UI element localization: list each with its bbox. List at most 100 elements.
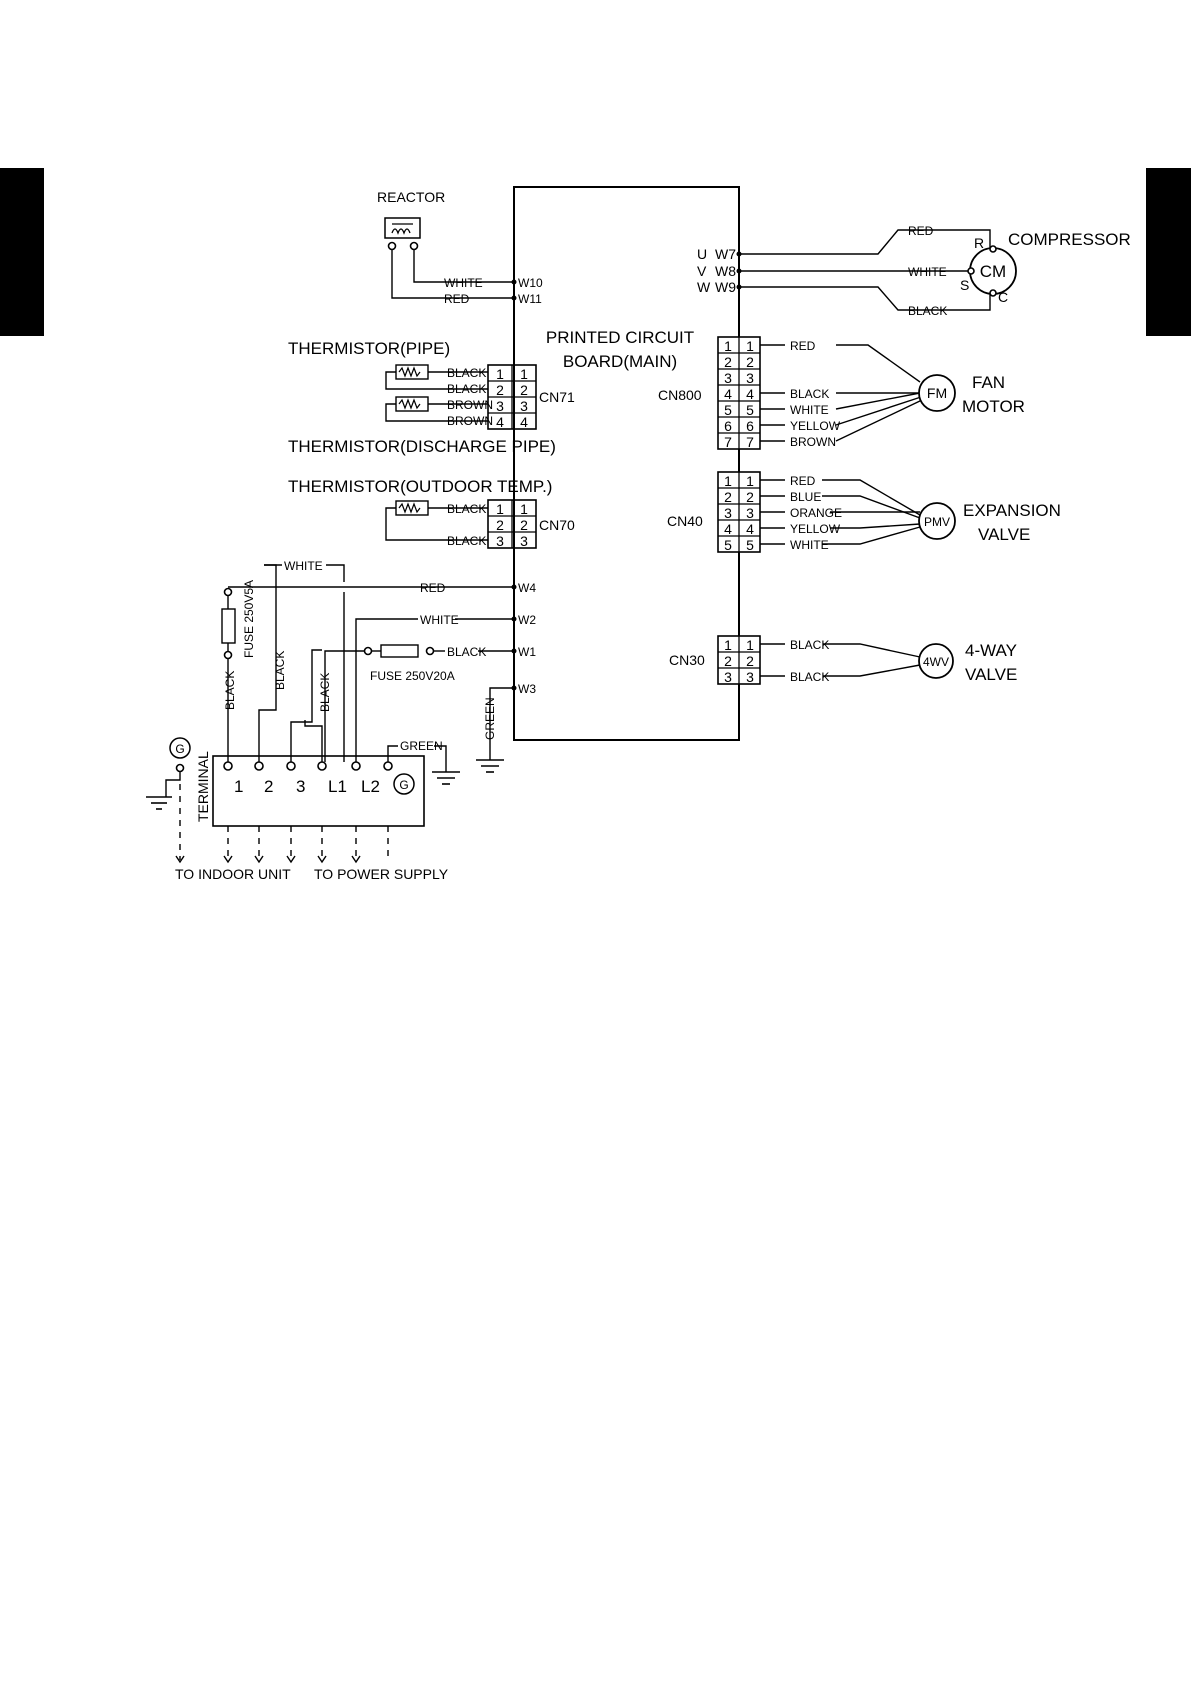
cn40-label: CN40 [667, 513, 703, 529]
expansion-valve-icon [918, 502, 956, 540]
cn40-pin-3a: 3 [724, 505, 732, 521]
expansion-valve-title-1: EXPANSION [963, 501, 1061, 520]
cn71-wire-1: BLACK [447, 366, 486, 380]
cn800-pin-4b: 4 [746, 386, 754, 402]
thermistor-outdoor-title: THERMISTOR(OUTDOOR TEMP.) [288, 477, 552, 496]
cn70-pin-1b: 1 [520, 501, 528, 517]
fan-motor-icon [918, 374, 956, 412]
cn40-wire-blue: BLUE [790, 490, 821, 504]
main-fuse-label: FUSE 250V20A [370, 669, 455, 683]
cn40-pin-3b: 3 [746, 505, 754, 521]
terminal-ground-label: G [399, 778, 408, 792]
cn800-pin-2a: 2 [724, 354, 732, 370]
cn800-wire-yellow: YELLOW [790, 419, 841, 433]
cn40-pin-4b: 4 [746, 521, 754, 537]
cn30-label: CN30 [669, 652, 705, 668]
wire-w3-green: GREEN [483, 697, 497, 740]
terminal-ground-icon [432, 771, 460, 785]
wire-w1-black: BLACK [447, 645, 486, 659]
wire-w2-white: WHITE [420, 613, 459, 627]
pin-w2: W2 [518, 613, 536, 627]
cn71-pin-1a: 1 [496, 366, 504, 382]
cn30-pin-1b: 1 [746, 637, 754, 653]
reactor-wire-white: WHITE [444, 276, 483, 290]
cn70-pin-2b: 2 [520, 517, 528, 533]
cn71-pin-1b: 1 [520, 366, 528, 382]
cn71-wire-3: BROWN [447, 398, 493, 412]
to-indoor-unit: TO INDOOR UNIT [175, 866, 291, 882]
pin-w3: W3 [518, 682, 536, 696]
cn71-pin-3a: 3 [496, 398, 504, 414]
cn800-pin-7b: 7 [746, 434, 754, 450]
wire-green-terminal: GREEN [400, 739, 443, 753]
compressor-symbol: CM [980, 262, 1006, 281]
pin-w9: W9 [715, 279, 736, 295]
reactor-wire-red: RED [444, 292, 470, 306]
phase-v: V [697, 263, 707, 279]
compressor-wire-white: WHITE [908, 265, 947, 279]
pcb-ground-icon [476, 759, 504, 773]
cn70-pin-2a: 2 [496, 517, 504, 533]
pcb-label-line1: PRINTED CIRCUIT [546, 328, 694, 347]
cn71-pin-2a: 2 [496, 382, 504, 398]
four-way-valve-title-2: VALVE [965, 665, 1017, 684]
cn71-pin-4b: 4 [520, 414, 528, 430]
cn71-pin-3b: 3 [520, 398, 528, 414]
right-page-tab [1146, 168, 1191, 336]
compressor-terminal-r: R [974, 235, 984, 251]
thermistor-pipe-title: THERMISTOR(PIPE) [288, 339, 450, 358]
pin-w1: W1 [518, 645, 536, 659]
cn40-wire-orange: ORANGE [790, 506, 842, 520]
expansion-valve-title-2: VALVE [978, 525, 1030, 544]
cn30-pin-2a: 2 [724, 653, 732, 669]
pcb-label-line2: BOARD(MAIN) [563, 352, 677, 371]
cn40-pin-2b: 2 [746, 489, 754, 505]
small-fuse-label: FUSE 250V5A [242, 580, 256, 658]
cn800-pin-7a: 7 [724, 434, 732, 450]
cn800-pin-2b: 2 [746, 354, 754, 370]
cn30-pin-3a: 3 [724, 669, 732, 685]
terminal-block [212, 755, 425, 827]
cn70-wire-2: BLACK [447, 534, 486, 548]
phase-u: U [697, 246, 707, 262]
compressor-title: COMPRESSOR [1008, 230, 1131, 249]
external-ground-symbol [169, 737, 191, 759]
cn40-pin-2a: 2 [724, 489, 732, 505]
cn800-label: CN800 [658, 387, 702, 403]
fan-motor-title-2: MOTOR [962, 397, 1025, 416]
cn40-wire-white: WHITE [790, 538, 829, 552]
cn800-pin-3b: 3 [746, 370, 754, 386]
cn40-pin-5b: 5 [746, 537, 754, 553]
compressor-wire-red: RED [908, 224, 934, 238]
compressor-wire-black: BLACK [908, 304, 947, 318]
cn40-pin-1a: 1 [724, 473, 732, 489]
cn70-label: CN70 [539, 517, 575, 533]
thermistor-discharge-icon [395, 396, 429, 412]
cn800-pin-6b: 6 [746, 418, 754, 434]
cn70-pin-1a: 1 [496, 501, 504, 517]
cn71-label: CN71 [539, 389, 575, 405]
fan-motor-symbol: FM [927, 385, 947, 401]
cn71-wire-4: BROWN [447, 414, 493, 428]
compressor-terminal-s: S [960, 277, 969, 293]
external-ground-icon [146, 796, 172, 810]
cn71-pin-4a: 4 [496, 414, 504, 430]
terminal-pos-l2: L2 [361, 777, 380, 796]
cn70-pin-3a: 3 [496, 533, 504, 549]
terminal-pos-l1: L1 [328, 777, 347, 796]
wire-black-3: BLACK [318, 673, 332, 712]
left-page-tab [0, 168, 44, 336]
cn70-pin-3b: 3 [520, 533, 528, 549]
cn70-wire-1: BLACK [447, 502, 486, 516]
cn30-pin-3b: 3 [746, 669, 754, 685]
fan-motor-title-1: FAN [972, 373, 1005, 392]
thermistor-discharge-title: THERMISTOR(DISCHARGE PIPE) [288, 437, 556, 456]
thermistor-outdoor-icon [395, 500, 429, 516]
cn800-wire-black: BLACK [790, 387, 829, 401]
cn800-pin-3a: 3 [724, 370, 732, 386]
cn30-wire-2: BLACK [790, 670, 829, 684]
main-fuse-icon [380, 644, 419, 658]
pin-w8: W8 [715, 263, 736, 279]
cn71-wire-2: BLACK [447, 382, 486, 396]
